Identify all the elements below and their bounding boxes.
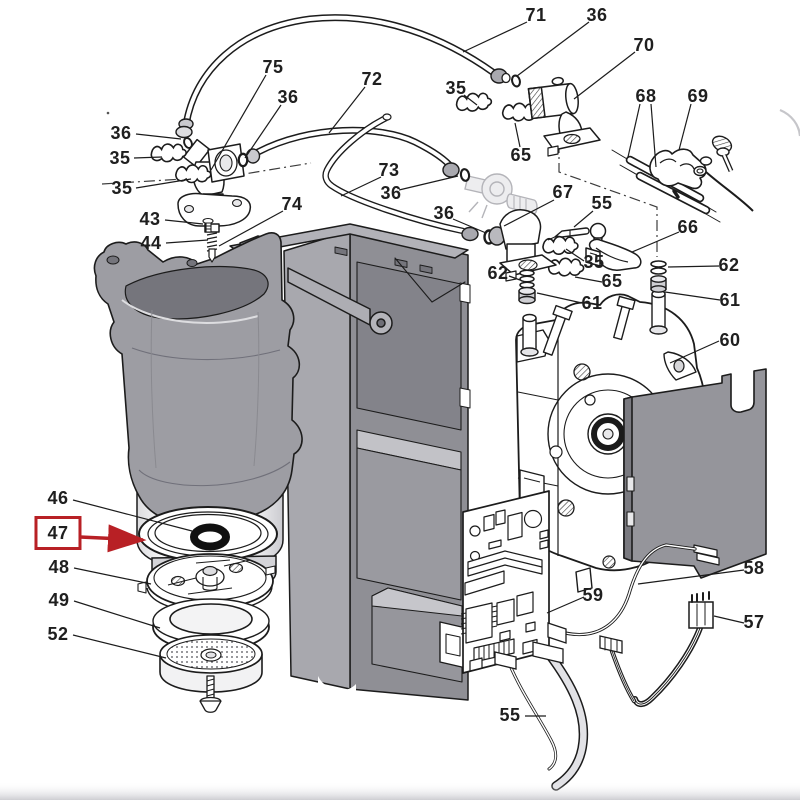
- part-label-35-left-2: 35: [111, 178, 133, 198]
- group-head-rings: [137, 506, 278, 713]
- bracket-66: [585, 222, 642, 271]
- clip-35-left-1: [149, 140, 188, 165]
- stray-dot: [106, 111, 110, 115]
- part-label-36-left: 36: [110, 123, 132, 143]
- screw-43: [202, 217, 214, 233]
- part-label-68: 68: [635, 86, 657, 106]
- part-label-44: 44: [140, 233, 162, 253]
- part-label-65-upper: 65: [510, 145, 532, 165]
- pin-diagonal-1: [542, 304, 573, 356]
- part-label-35-mid: 35: [583, 252, 605, 272]
- bracket-69: [649, 148, 707, 190]
- part-label-66: 66: [677, 217, 699, 237]
- chassis: [229, 223, 471, 701]
- cable-58: [547, 543, 697, 644]
- part-label-72: 72: [361, 69, 383, 89]
- part-label-74: 74: [281, 194, 303, 214]
- brew-group-housing: [93, 232, 303, 526]
- screw-bottom: [199, 675, 222, 713]
- part-label-36-right: 36: [380, 183, 402, 203]
- part-label-71: 71: [525, 5, 547, 25]
- part-label-62-left: 62: [487, 263, 509, 283]
- part-label-43: 43: [139, 209, 161, 229]
- part-label-47: 47: [34, 516, 82, 550]
- seal-stack-62-right: [650, 260, 667, 275]
- ribbon-cable: [532, 641, 589, 791]
- part-label-69: 69: [687, 86, 709, 106]
- solenoid-valve-70: [527, 76, 601, 157]
- part-label-55-top: 55: [591, 193, 613, 213]
- clip-35-mid: [541, 234, 580, 257]
- part-label-60: 60: [719, 330, 741, 350]
- part-label-52: 52: [47, 624, 69, 644]
- ghost-pump: [464, 173, 538, 219]
- pcb-59: [460, 490, 550, 674]
- o-ring-36-d: [458, 167, 472, 183]
- part-label-36-mid: 36: [433, 203, 455, 223]
- cables: [494, 543, 714, 791]
- part-label-36-top: 36: [586, 5, 608, 25]
- cable-55: [494, 651, 558, 771]
- part-label-35-upper-right: 35: [445, 78, 467, 98]
- part-label-65-mid: 65: [601, 271, 623, 291]
- pin-55: [547, 227, 590, 241]
- bottom-shadow: [0, 782, 800, 800]
- shower-screen-52: [159, 634, 263, 693]
- part-label-48: 48: [48, 557, 70, 577]
- o-ring-47: [190, 523, 230, 551]
- part-label-49: 49: [48, 590, 70, 610]
- part-label-67: 67: [552, 182, 574, 202]
- part-label-59: 59: [582, 585, 604, 605]
- stud-left: [520, 313, 539, 357]
- part-label-46: 46: [47, 488, 69, 508]
- part-label-70: 70: [633, 35, 655, 55]
- cover-panel: [623, 368, 767, 579]
- hose-71: [175, 14, 523, 139]
- o-ring-36-b: [237, 152, 249, 168]
- cable-57: [632, 591, 714, 708]
- spring-screw-44: [206, 232, 218, 263]
- part-label-55-bottom: 55: [499, 705, 521, 725]
- o-ring-36-a: [509, 73, 523, 89]
- ghost-arc: [779, 108, 800, 137]
- connector-57: [688, 601, 714, 629]
- clip-35-left-2: [174, 162, 213, 185]
- shower-holder-48: [137, 553, 276, 613]
- cable-3wire: [599, 635, 637, 704]
- part-label-61-right: 61: [719, 290, 741, 310]
- part-label-58: 58: [743, 558, 765, 578]
- part-label-61-left: 61: [581, 293, 603, 313]
- screw-washers-69: [693, 135, 754, 212]
- fuse-wire: [705, 171, 754, 212]
- hose-73: [322, 113, 495, 245]
- part-label-35-left-1: 35: [109, 148, 131, 168]
- bushing-61-right: [650, 275, 667, 293]
- seal-stack-62-left: [519, 269, 535, 289]
- clip-65-mid: [547, 256, 585, 278]
- stud-right: [649, 289, 668, 335]
- bushing-61-left: [518, 286, 536, 305]
- part-label-62-right: 62: [718, 255, 740, 275]
- pin-diagonal-2: [613, 295, 636, 341]
- hoses: [175, 14, 523, 245]
- part-label-57: 57: [743, 612, 765, 632]
- part-label-36-upper-left: 36: [277, 87, 299, 107]
- part-label-75: 75: [262, 57, 284, 77]
- part-label-73: 73: [378, 160, 400, 180]
- ring-46: [138, 506, 278, 562]
